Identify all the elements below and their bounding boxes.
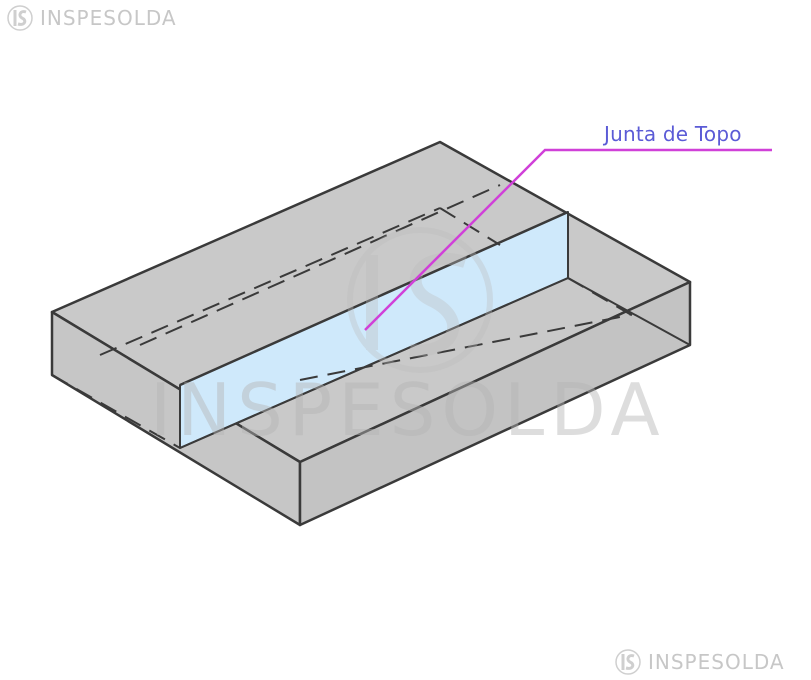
hidden-edges bbox=[51, 184, 641, 449]
joint-bottom-edge bbox=[179, 277, 569, 449]
callout-label-butt-joint: Junta de Topo bbox=[604, 122, 742, 146]
brand-logo-icon bbox=[7, 5, 33, 31]
brand-logo-bottom: INSPESOLDA bbox=[614, 648, 785, 676]
center-watermark-logo bbox=[347, 227, 493, 373]
callout-leader-line bbox=[364, 148, 772, 331]
brand-logo-icon bbox=[615, 649, 641, 675]
brand-name-bottom: INSPESOLDA bbox=[648, 650, 785, 674]
center-watermark-text: INSPESOLDA bbox=[150, 368, 666, 452]
joint-top-edge bbox=[179, 210, 569, 387]
brand-logo-top: INSPESOLDA bbox=[6, 4, 177, 32]
brand-name-top: INSPESOLDA bbox=[40, 6, 177, 30]
joint-lower-right-edge bbox=[567, 277, 691, 346]
